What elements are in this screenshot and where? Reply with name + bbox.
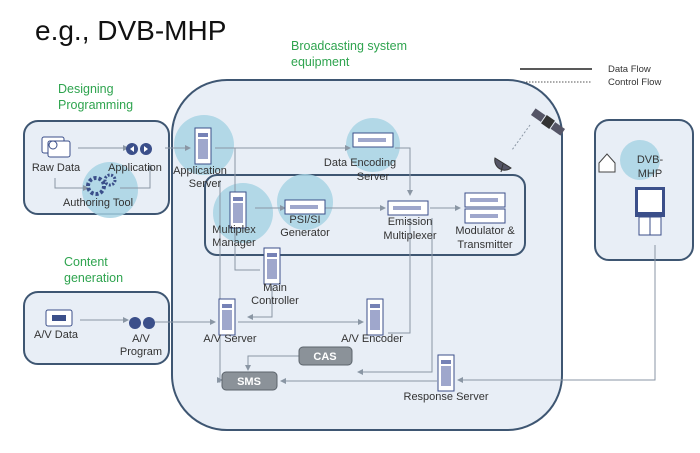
camera-icon	[41, 136, 71, 158]
satellite-icon	[530, 108, 566, 136]
data-encoding-label-1: Data Encoding	[324, 157, 396, 169]
legend-data-flow: Data Flow	[608, 64, 651, 75]
av-encoder-icon	[366, 298, 384, 336]
application-icon	[126, 143, 152, 155]
av-encoder-label: A/V Encoder	[341, 333, 403, 345]
page-title: e.g., DVB-MHP	[35, 15, 226, 46]
dvb-mhp-label-1: DVB-	[637, 154, 664, 166]
modulator-label-2: Transmitter	[457, 239, 513, 251]
av-data-label: A/V Data	[34, 329, 79, 341]
main-controller-icon	[263, 247, 281, 285]
main-controller-label-2: Controller	[251, 295, 299, 307]
av-server-icon	[218, 298, 236, 336]
application-server-label-2: Server	[189, 178, 222, 190]
response-server-label: Response Server	[404, 391, 489, 403]
svg-text:CAS: CAS	[313, 351, 336, 363]
multiplex-manager-icon	[229, 191, 247, 229]
psi-si-generator-icon	[284, 199, 326, 215]
modulator-label-1: Modulator &	[455, 225, 515, 237]
sms-box: SMS	[221, 371, 278, 391]
data-encoding-label-2: Server	[357, 171, 390, 183]
gears-icon	[86, 173, 117, 196]
emission-multiplexer-icon	[387, 200, 429, 216]
multiplex-manager-label-2: Manager	[212, 237, 256, 249]
response-server-icon	[437, 354, 455, 392]
cas-box: CAS	[298, 346, 353, 366]
legend: Data Flow Control Flow	[520, 64, 661, 88]
application-label: Application	[108, 162, 162, 174]
main-controller-label-1: Main	[263, 282, 287, 294]
svg-text:SMS: SMS	[237, 376, 261, 388]
content-label-1: Content	[64, 255, 108, 269]
modulator-icon	[464, 192, 506, 208]
psi-si-label-2: Generator	[280, 227, 330, 239]
tv-receiver-icon	[635, 187, 665, 236]
av-data-icon	[45, 309, 73, 327]
av-server-label: A/V Server	[203, 333, 257, 345]
designing-label-2: Programming	[58, 98, 133, 112]
emission-mux-label-2: Multiplexer	[383, 230, 437, 242]
dvb-mhp-label-2: MHP	[638, 168, 662, 180]
av-program-label-1: A/V	[132, 333, 150, 345]
application-server-label-1: Application	[173, 165, 227, 177]
transmitter-icon	[464, 208, 506, 224]
flow-lines	[54, 124, 656, 384]
psi-si-label-1: PSI/SI	[289, 214, 320, 226]
broadcasting-label-2: equipment	[291, 55, 350, 69]
multiplex-manager-label-1: Multiplex	[212, 224, 256, 236]
legend-control-flow: Control Flow	[608, 77, 661, 88]
application-server-icon	[194, 127, 212, 165]
emission-mux-label-1: Emission	[388, 216, 433, 228]
data-encoding-server-icon	[352, 132, 394, 148]
av-program-icon	[129, 317, 155, 329]
broadcasting-label-1: Broadcasting system	[291, 39, 407, 53]
dish-antenna-icon	[494, 157, 512, 173]
authoring-tool-label: Authoring Tool	[63, 197, 133, 209]
raw-data-label: Raw Data	[32, 162, 81, 174]
designing-label-1: Designing	[58, 82, 114, 96]
content-label-2: generation	[64, 271, 123, 285]
house-icon	[598, 153, 616, 173]
av-program-label-2: Program	[120, 346, 162, 358]
